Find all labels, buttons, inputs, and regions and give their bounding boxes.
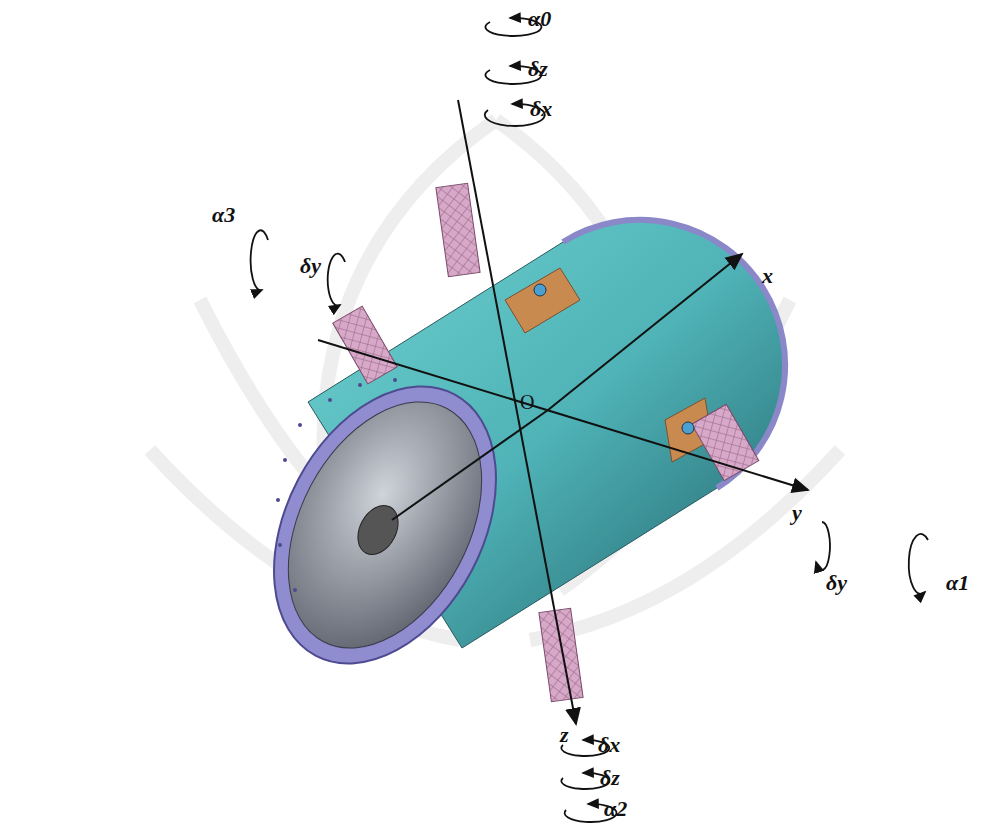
flange-bolts bbox=[276, 378, 397, 592]
axis-label: α3 bbox=[212, 204, 235, 226]
axis-label: y bbox=[792, 502, 802, 524]
axis-label: δy bbox=[300, 255, 321, 277]
axis-label: δx bbox=[530, 98, 552, 120]
axis-label: α1 bbox=[946, 572, 969, 594]
axis-label: O bbox=[520, 392, 534, 412]
axis-label: α2 bbox=[604, 798, 627, 820]
axis-label: z bbox=[560, 724, 569, 746]
axis-label: δz bbox=[528, 58, 548, 80]
axis-label: δy bbox=[826, 572, 847, 594]
axis-label: δx bbox=[598, 734, 620, 756]
axis-label: α0 bbox=[528, 8, 551, 30]
axis-label: δz bbox=[600, 767, 620, 789]
axis-label: x bbox=[762, 265, 773, 287]
